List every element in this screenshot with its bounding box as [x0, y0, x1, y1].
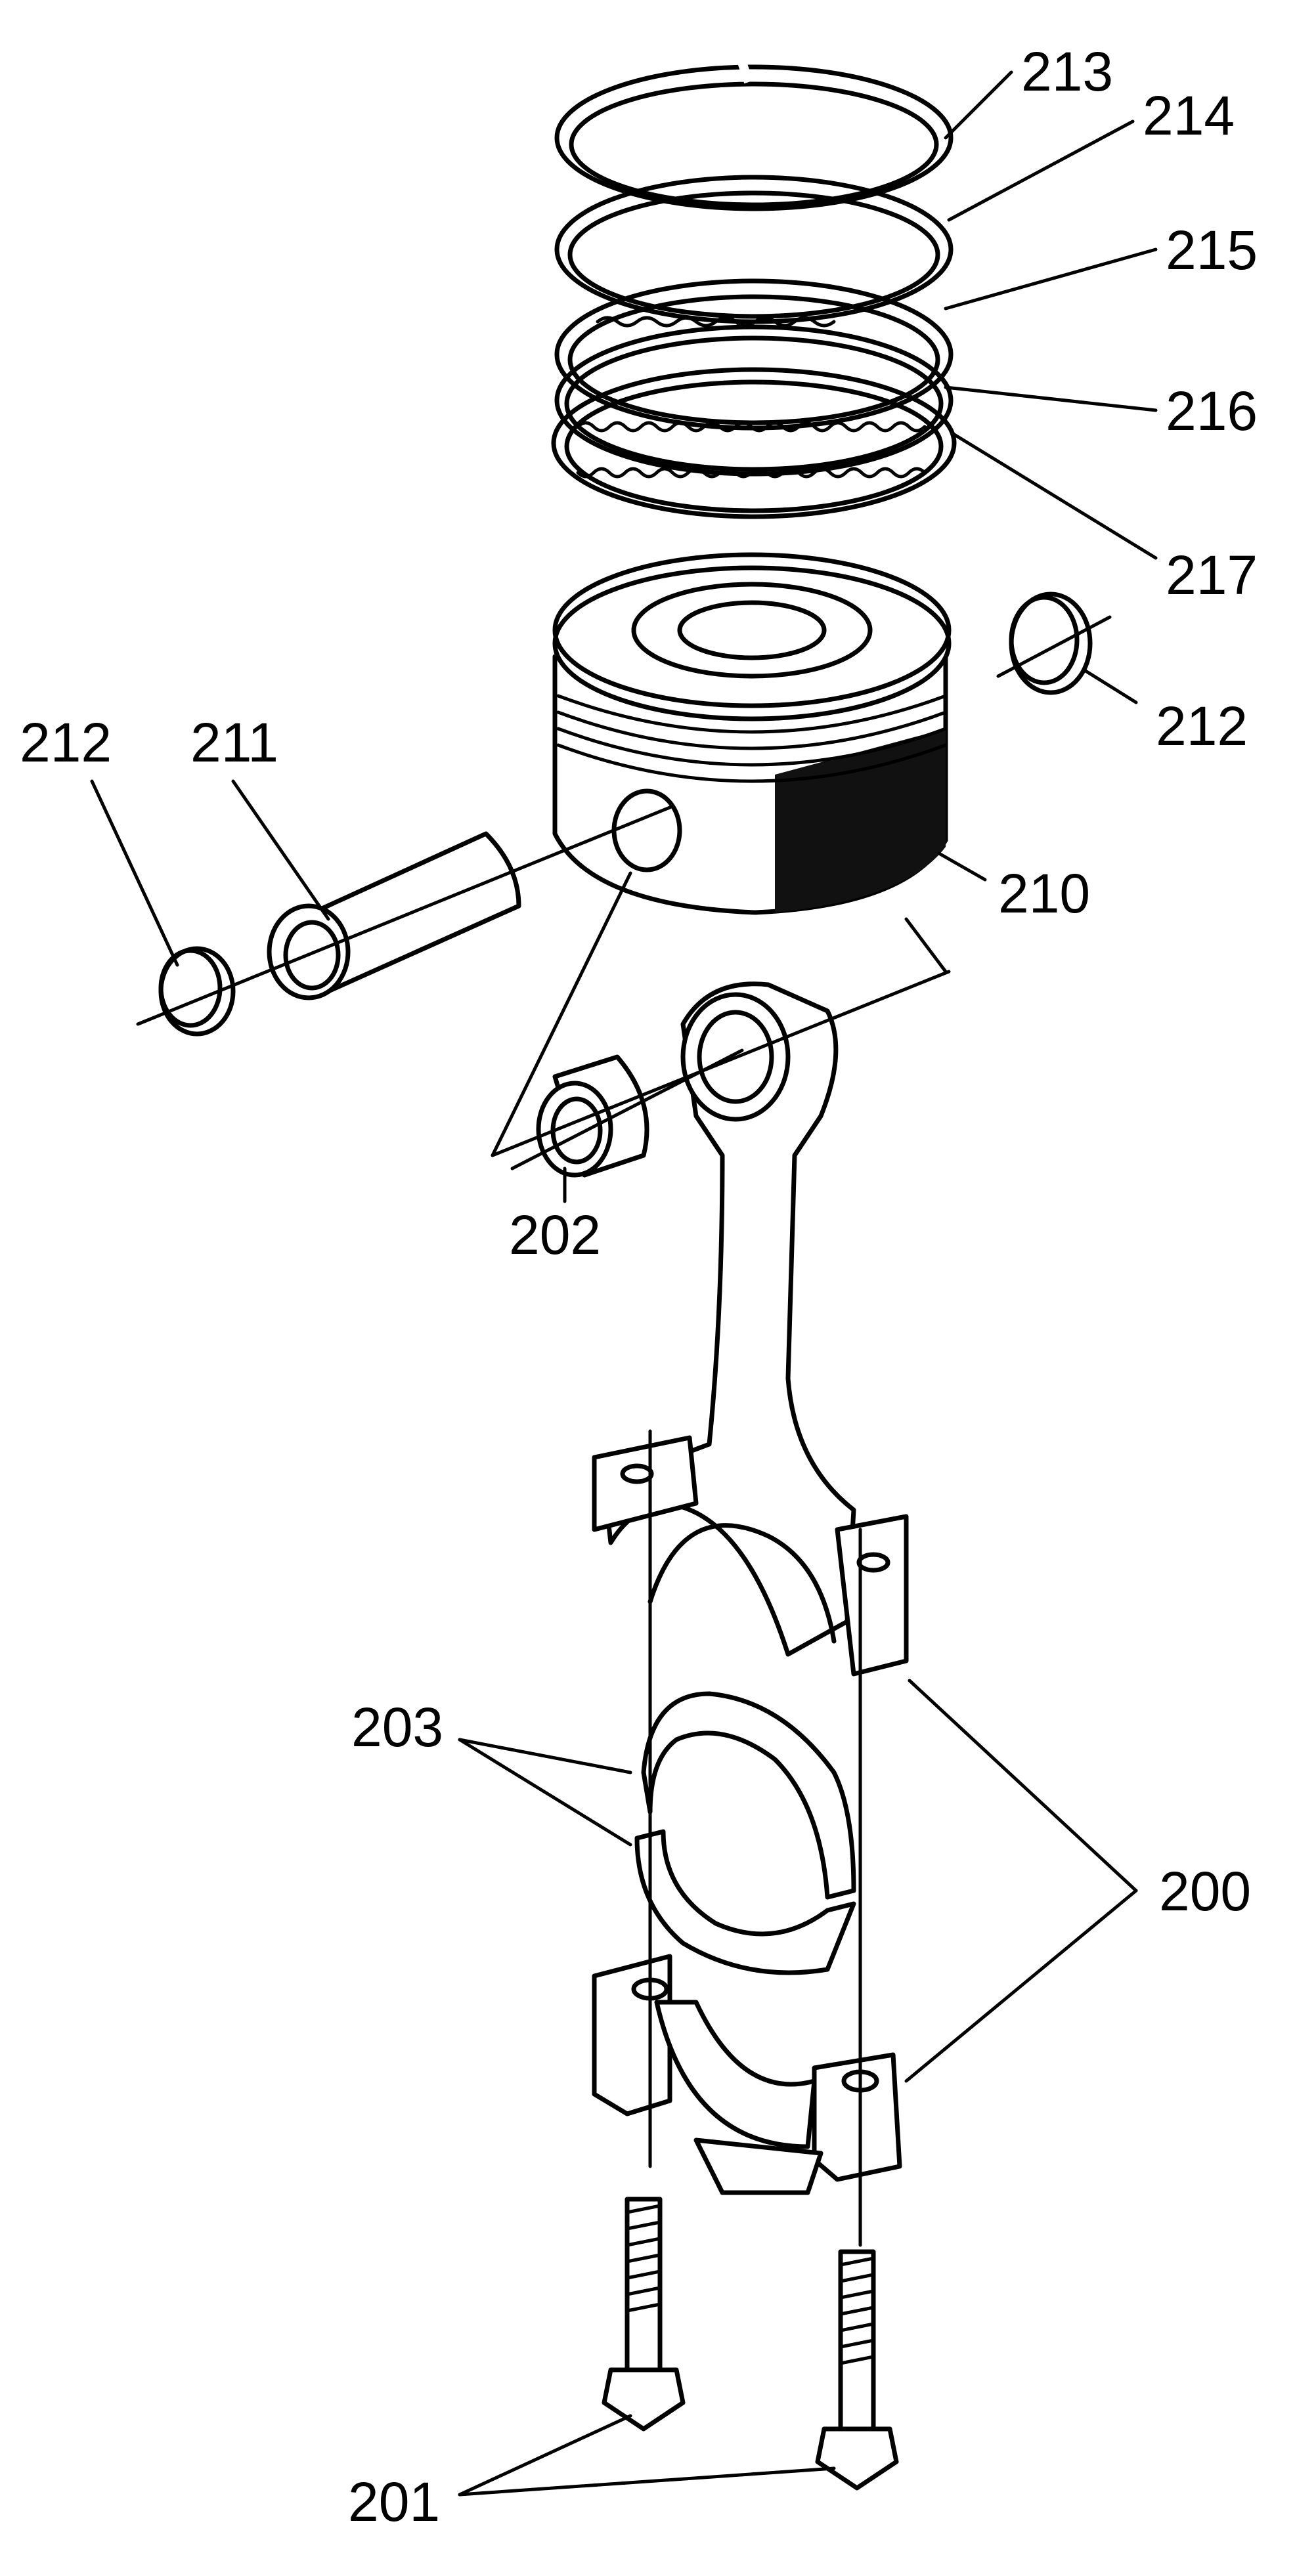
label-200: 200 — [1159, 1860, 1251, 1922]
piston-rings — [551, 60, 957, 519]
label-202: 202 — [509, 1204, 601, 1266]
ring-213 — [554, 60, 954, 211]
label-212-left: 212 — [20, 712, 112, 773]
label-213: 213 — [1021, 41, 1113, 102]
snap-ring-212-left — [158, 946, 236, 1037]
callout-labels: 213 214 215 216 217 212 211 212 210 202 … — [20, 41, 1258, 2533]
piston-pin-bore — [611, 788, 682, 872]
bolt-left — [602, 2197, 686, 2432]
label-212-right: 212 — [1156, 695, 1248, 757]
ring-215 — [554, 278, 954, 431]
connecting-rod-200 — [592, 981, 909, 1677]
ring-217 — [551, 367, 957, 519]
piston-210 — [552, 552, 952, 915]
label-217: 217 — [1166, 544, 1258, 606]
label-203: 203 — [351, 1696, 443, 1758]
bearing-halves-203 — [634, 1691, 856, 1975]
label-201: 201 — [348, 2471, 440, 2533]
leader-lines — [90, 70, 1158, 2497]
label-215: 215 — [1166, 219, 1258, 281]
snap-ring-212-right — [1009, 591, 1093, 695]
label-210: 210 — [998, 863, 1090, 924]
piston-skirt-coating — [775, 729, 946, 912]
bolts-201 — [602, 2197, 899, 2491]
label-211: 211 — [190, 712, 278, 773]
label-216: 216 — [1166, 380, 1258, 442]
piston-pin-211 — [267, 831, 521, 1000]
bolt-right — [815, 2249, 899, 2491]
label-214: 214 — [1143, 85, 1235, 146]
pin-bushing-202 — [536, 1054, 649, 1178]
rod-cap — [592, 1954, 902, 2195]
